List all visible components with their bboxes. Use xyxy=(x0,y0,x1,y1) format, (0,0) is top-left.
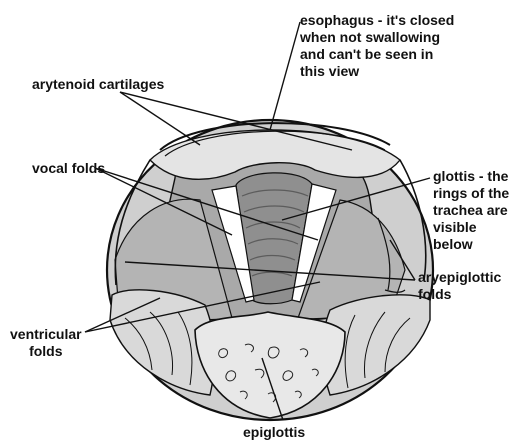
label-vocal-folds: vocal folds xyxy=(32,160,105,177)
label-line: epiglottis xyxy=(243,424,305,441)
label-line: below xyxy=(433,236,509,253)
label-line: folds xyxy=(10,343,82,360)
label-line: glottis - the xyxy=(433,168,509,185)
label-aryepiglottic-folds: aryepiglottic folds xyxy=(418,269,501,303)
label-ventricular-folds: ventricular folds xyxy=(10,326,82,360)
label-line: esophagus - it's closed xyxy=(300,12,454,29)
label-epiglottis: epiglottis xyxy=(243,424,305,441)
label-line: when not swallowing xyxy=(300,29,454,46)
label-line: arytenoid cartilages xyxy=(32,76,164,93)
label-line: and can't be seen in xyxy=(300,46,454,63)
label-line: this view xyxy=(300,63,454,80)
label-line: folds xyxy=(418,286,501,303)
label-line: visible xyxy=(433,219,509,236)
label-arytenoid-cartilages: arytenoid cartilages xyxy=(32,76,164,93)
label-line: rings of the xyxy=(433,185,509,202)
label-glottis: glottis - the rings of the trachea are v… xyxy=(433,168,509,253)
label-line: ventricular xyxy=(10,326,82,343)
label-line: aryepiglottic xyxy=(418,269,501,286)
label-line: trachea are xyxy=(433,202,509,219)
label-line: vocal folds xyxy=(32,160,105,177)
label-esophagus: esophagus - it's closed when not swallow… xyxy=(300,12,454,80)
